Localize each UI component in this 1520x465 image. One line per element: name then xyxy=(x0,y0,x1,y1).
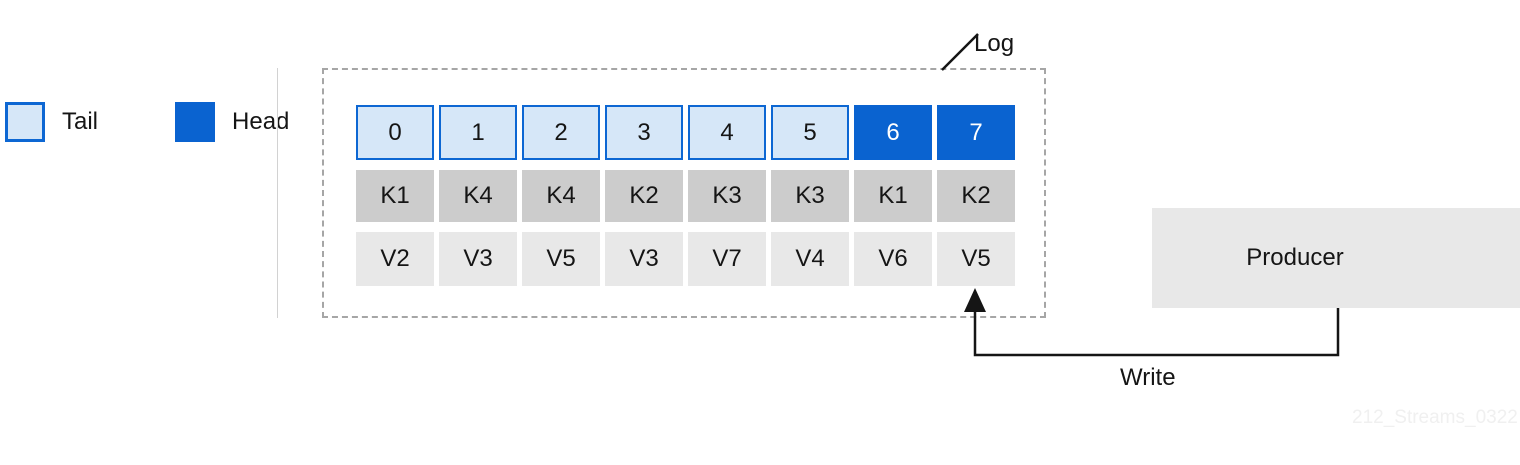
write-arrow-label: Write xyxy=(1120,364,1176,391)
offset-cell[interactable]: 5 xyxy=(771,105,849,160)
key-cell: K3 xyxy=(771,170,849,222)
value-row: V2 V3 V5 V3 V7 V4 V6 V5 xyxy=(356,232,1016,286)
value-cell: V3 xyxy=(439,232,517,286)
offset-row: 0 1 2 3 4 5 6 7 xyxy=(356,105,1016,160)
offset-cell[interactable]: 4 xyxy=(688,105,766,160)
key-cell: K4 xyxy=(522,170,600,222)
offset-cell[interactable]: 2 xyxy=(522,105,600,160)
key-cell: K2 xyxy=(605,170,683,222)
legend-label-tail: Tail xyxy=(62,108,99,135)
legend: Tail Head xyxy=(0,96,289,148)
log-container xyxy=(322,68,1046,318)
log-record-grid: 0 1 2 3 4 5 6 7 K1 K4 K4 K2 K3 K3 K1 K2 … xyxy=(356,105,1016,286)
value-cell: V7 xyxy=(688,232,766,286)
value-cell: V5 xyxy=(937,232,1015,286)
offset-cell[interactable]: 3 xyxy=(605,105,683,160)
legend-label-head: Head xyxy=(232,108,290,135)
key-cell: K2 xyxy=(937,170,1015,222)
offset-cell[interactable]: 1 xyxy=(439,105,517,160)
offset-cell[interactable]: 0 xyxy=(356,105,434,160)
value-cell: V5 xyxy=(522,232,600,286)
producer-box[interactable]: Producer xyxy=(1152,208,1520,308)
square-outline-icon xyxy=(5,102,45,142)
vertical-divider xyxy=(277,68,278,318)
watermark: 212_Streams_0322 xyxy=(1352,407,1518,428)
offset-cell[interactable]: 7 xyxy=(937,105,1015,160)
value-cell: V4 xyxy=(771,232,849,286)
key-cell: K4 xyxy=(439,170,517,222)
key-cell: K1 xyxy=(854,170,932,222)
legend-item-tail: Tail xyxy=(5,102,98,142)
square-filled-icon xyxy=(175,102,216,142)
key-cell: K1 xyxy=(356,170,434,222)
legend-item-head: Head xyxy=(175,102,289,142)
value-cell: V3 xyxy=(605,232,683,286)
offset-cell[interactable]: 6 xyxy=(854,105,932,160)
producer-label: Producer xyxy=(1246,244,1344,271)
log-title: Log xyxy=(974,30,1015,57)
key-row: K1 K4 K4 K2 K3 K3 K1 K2 xyxy=(356,170,1016,222)
value-cell: V6 xyxy=(854,232,932,286)
value-cell: V2 xyxy=(356,232,434,286)
key-cell: K3 xyxy=(688,170,766,222)
